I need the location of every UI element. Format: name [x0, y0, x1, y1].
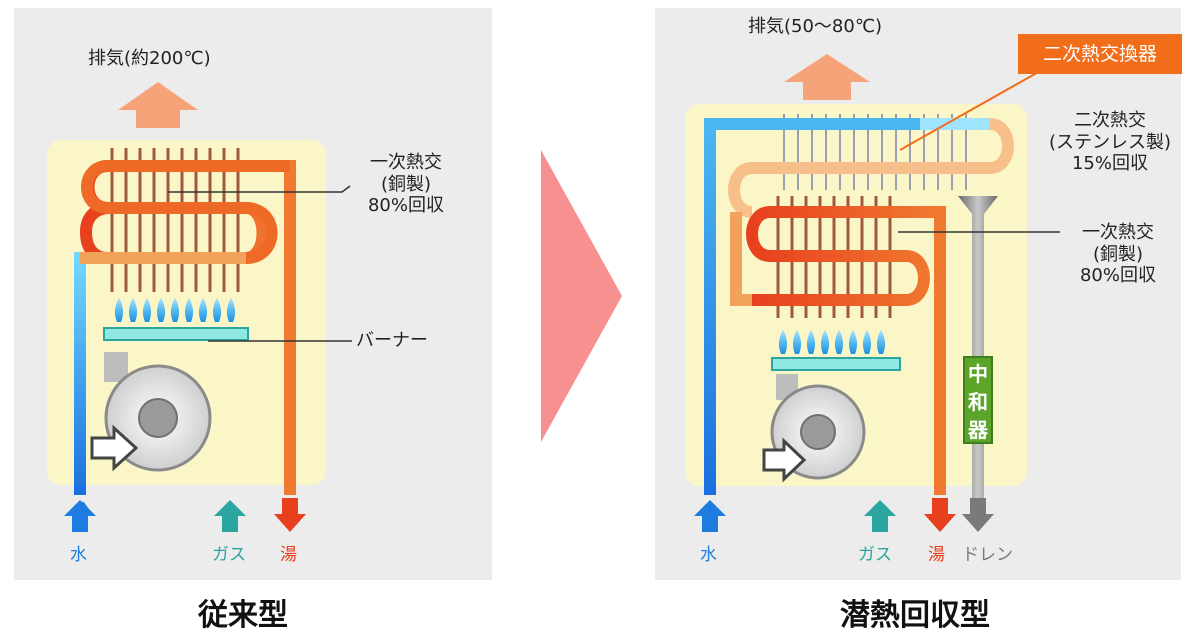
hot-water-arrow-icon: [924, 498, 956, 532]
water-pipe: [704, 118, 990, 495]
drain-pipe: [958, 196, 998, 500]
burner-label: バーナー: [356, 330, 428, 351]
latent-heat-heater: [685, 54, 1060, 532]
water-arrow-icon: [694, 500, 726, 532]
primary-hx-label: 一次熱交 (銅製) 80%回収: [1079, 222, 1156, 287]
hot-water-arrow-icon: [274, 498, 306, 532]
gas-label: ガス: [212, 545, 246, 565]
primary-coil: [746, 206, 946, 495]
burner-flames: [114, 298, 236, 322]
primary-hx-label: 一次熱交 (銅製) 80%回収: [367, 152, 444, 217]
burner-flames: [778, 330, 886, 354]
exhaust-arrow-icon: [118, 82, 198, 128]
conventional-heater: [47, 82, 352, 532]
secondary-coil: [728, 118, 1014, 218]
gas-arrow-icon: [864, 500, 896, 532]
water-label: 水: [700, 545, 717, 565]
drain-arrow-icon: [962, 498, 994, 532]
gas-arrow-icon: [214, 500, 246, 532]
hot-water-label: 湯: [928, 545, 945, 565]
exhaust-arrow-icon: [784, 54, 870, 100]
hot-water-label: 湯: [280, 545, 297, 565]
burner-bar: [771, 357, 901, 371]
water-label: 水: [70, 545, 87, 565]
neutralizer-label: 中和器: [963, 356, 993, 444]
leader-primary: [168, 185, 351, 193]
water-arrow-icon: [64, 500, 96, 532]
air-intake-arrow-icon: [90, 424, 139, 472]
conventional-caption: 従来型: [198, 598, 288, 633]
transition-arrow-icon: [541, 150, 622, 442]
exhaust-label: 排気(50〜80℃): [748, 16, 883, 37]
latent-heat-caption: 潜熱回収型: [840, 598, 990, 633]
secondary-hx-badge: 二次熱交換器: [1018, 34, 1182, 74]
drain-label: ドレン: [962, 545, 1013, 565]
gas-label: ガス: [858, 545, 892, 565]
burner-bar: [103, 327, 249, 341]
leader-badge: [899, 69, 1043, 151]
secondary-hx-label: 二次熱交 (ステンレス製) 15%回収: [1048, 110, 1172, 175]
primary-coil-path: [81, 160, 290, 264]
air-intake-arrow-icon: [762, 437, 807, 483]
exhaust-label: 排気(約200℃): [88, 48, 211, 69]
